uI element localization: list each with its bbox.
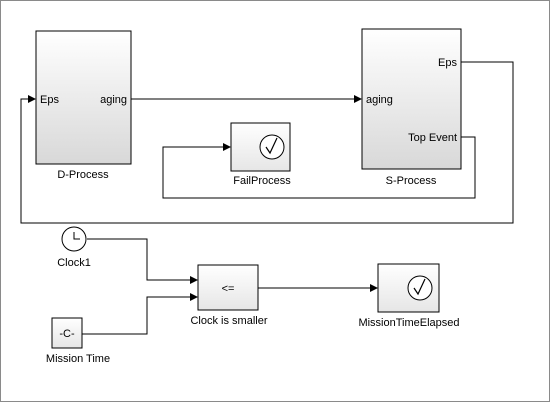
d-process-name: D-Process: [57, 169, 109, 181]
signal-mission-time[interactable]: [82, 293, 198, 335]
fail-process-block[interactable]: FailProcess: [230, 122, 291, 187]
d-process-port-out-label: aging: [100, 94, 127, 106]
s-process-name: S-Process: [386, 175, 437, 187]
d-process-port-in-label: Eps: [40, 94, 59, 106]
mission-time-block[interactable]: -C- Mission Time: [46, 317, 110, 365]
compare-symbol: <=: [222, 283, 235, 295]
mission-elapsed-block[interactable]: MissionTimeElapsed: [358, 263, 460, 329]
clock-icon: [61, 226, 87, 252]
s-process-port-out1-label: Eps: [438, 57, 457, 69]
mission-time-symbol: -C-: [59, 328, 75, 340]
s-process-port-out2-label: Top Event: [408, 132, 457, 144]
check-icon: [259, 134, 285, 160]
mission-elapsed-name: MissionTimeElapsed: [358, 317, 459, 329]
signal-clock[interactable]: [87, 238, 198, 284]
compare-block[interactable]: <= Clock is smaller: [190, 264, 268, 327]
check-icon: [407, 275, 433, 301]
compare-name: Clock is smaller: [190, 315, 267, 327]
signal-eps-feedback[interactable]: [20, 61, 514, 224]
clock-name: Clock1: [57, 257, 91, 269]
mission-time-name: Mission Time: [46, 353, 110, 365]
signal-top-event[interactable]: [162, 136, 476, 199]
clock-block[interactable]: Clock1: [57, 226, 91, 269]
s-process-block[interactable]: aging Eps Top Event S-Process: [361, 28, 462, 187]
d-process-block[interactable]: Eps aging D-Process: [35, 30, 132, 181]
fail-process-name: FailProcess: [233, 175, 291, 187]
s-process-port-in-label: aging: [366, 94, 393, 106]
